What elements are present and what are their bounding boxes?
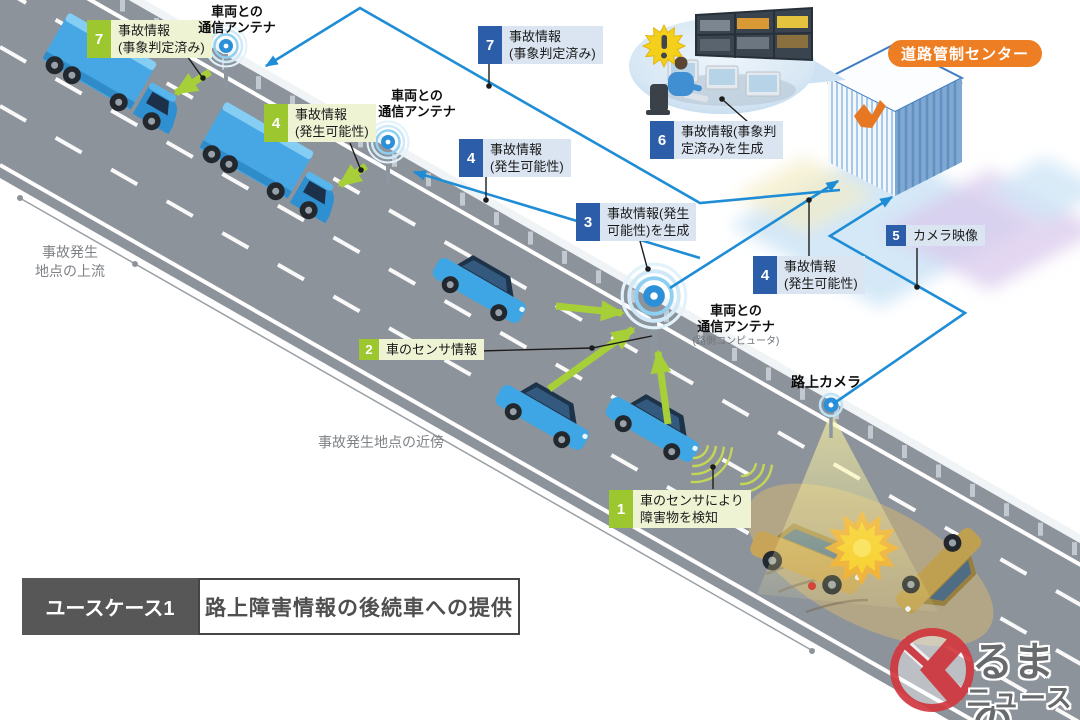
step-4-info-label-left: 4 事故情報(発生可能性)	[459, 139, 571, 177]
step-number: 1	[609, 490, 633, 528]
operator-room-bubble	[629, 6, 846, 115]
guardrail-rail	[128, 0, 1080, 544]
kuruma-news-logo-icon	[890, 628, 974, 712]
step-7-info-label: 7 事故情報(事象判定済み)	[478, 26, 603, 64]
operator-person	[646, 56, 702, 115]
label-connectors	[179, 45, 920, 489]
step-7-to-truck-label: 7 事故情報(事象判定済み)	[87, 20, 212, 58]
step-number: 4	[264, 104, 288, 142]
step-number: 3	[576, 203, 600, 241]
step-1-detect-label: 1 車のセンサにより障害物を検知	[609, 490, 751, 528]
lane-line	[0, 104, 1080, 720]
zone-vicinity-caption: 事故発生地点の近傍	[318, 434, 444, 450]
step-6-generate-label: 6 事故情報(事象判定済み)を生成	[650, 121, 784, 159]
logo-text-top: るまの	[972, 639, 1054, 720]
usecase-title: 路上障害情報の後続車への提供	[198, 578, 520, 635]
camera-light-cone	[757, 412, 938, 612]
antenna-caption-far: 車両との通信アンテナ	[198, 4, 276, 35]
nexco-logo	[854, 100, 886, 128]
step-number: 4	[459, 139, 483, 177]
step-number: 4	[753, 256, 777, 294]
step-2-sensor-info-label: 2 車のセンサ情報	[359, 339, 485, 360]
step-number: 7	[478, 26, 502, 64]
logo-text-bottom: ニュース	[966, 683, 1073, 713]
info-flow-lines	[264, 6, 968, 406]
step-number: 5	[886, 225, 906, 246]
usecase-number-badge: ユースケース1	[22, 578, 198, 635]
step-number: 6	[650, 121, 674, 159]
step-4-info-label-right: 4 事故情報(発生可能性)	[753, 256, 865, 294]
step-5-camera-video-label: 5 カメラ映像	[886, 225, 986, 246]
step-4-to-truck-label: 4 事故情報(発生可能性)	[264, 104, 376, 142]
zone-upstream-caption: 事故発生地点の上流	[35, 244, 105, 279]
camera-caption: 路上カメラ	[791, 374, 861, 390]
step-number: 2	[359, 339, 379, 360]
step-3-generate-label: 3 事故情報(発生可能性)を生成	[576, 203, 697, 241]
zone-measure-line	[17, 195, 815, 654]
step-number: 7	[87, 20, 111, 58]
antenna-caption-roadside-computer: 車両との通信アンテナ (路側コンピュータ)	[692, 303, 780, 347]
road-control-center-label: 道路管制センター	[888, 40, 1042, 67]
lane-line	[0, 45, 1080, 666]
antenna-caption-near: 車両との通信アンテナ	[378, 88, 456, 119]
